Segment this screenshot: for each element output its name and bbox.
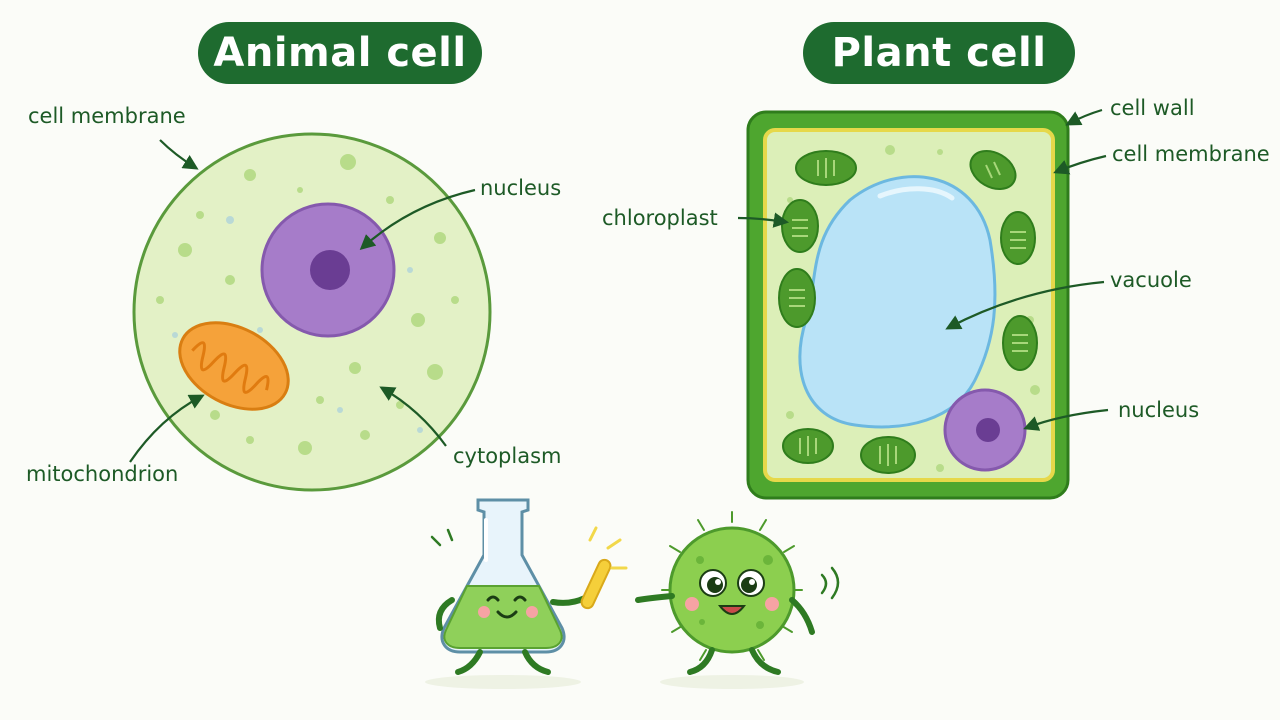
chloroplast-thylakoids [789,158,1028,466]
vacuole-highlight [877,186,955,201]
animal-cytoplasm-specks [172,216,423,433]
animal-mitochondrion [178,321,290,411]
flask-mascot [425,498,628,689]
label-animal-cell-membrane: cell membrane [28,104,186,128]
label-animal-mitochondrion: mitochondrion [26,462,179,486]
animal-nucleus [260,202,396,338]
animal-cell-title: Animal cell [198,22,482,84]
animal-cell [129,132,492,492]
chloroplast [1000,211,1036,265]
animal-label-pointers [129,139,476,463]
label-animal-cytoplasm: cytoplasm [453,444,562,468]
plant-label-pointers [737,108,1109,431]
plant-cell-title: Plant cell [803,22,1075,84]
chloroplast [781,199,819,253]
label-plant-vacuole: vacuole [1110,268,1192,292]
label-plant-cell-wall: cell wall [1110,96,1195,120]
label-plant-cell-membrane: cell membrane [1112,142,1270,166]
label-animal-nucleus: nucleus [480,176,562,200]
microbe-mascot [635,511,840,689]
plant-nucleus [943,388,1027,472]
label-plant-nucleus: nucleus [1118,398,1200,422]
plant-cell [737,108,1109,500]
label-plant-chloroplast: chloroplast [602,206,718,230]
chloroplast [969,150,1017,190]
